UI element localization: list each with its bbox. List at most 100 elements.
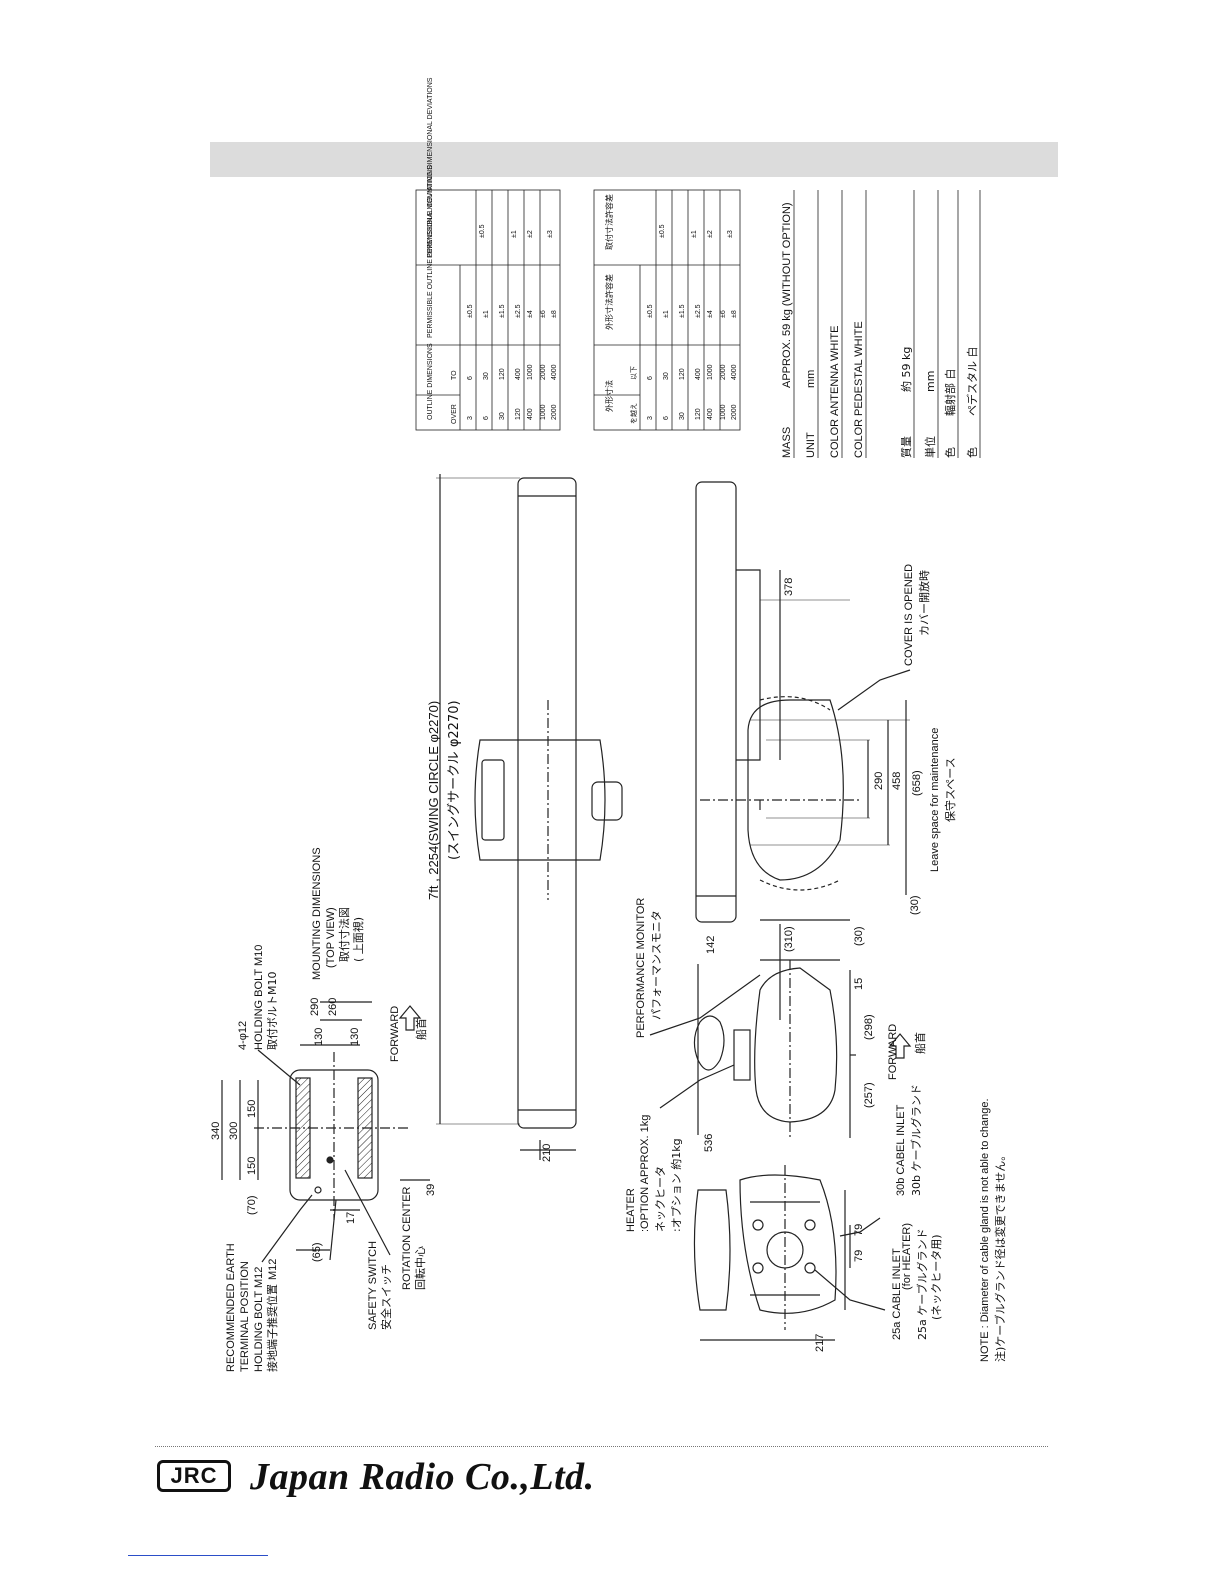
earth-terminal-jp: 接地端子推奨位置 [265,1284,279,1372]
performance-monitor-jp: パフォーマンスモニタ [650,910,663,1020]
cell: 6 [647,376,654,380]
cell: 6 [467,376,474,380]
spec-mass-jp-value: 約 59 kg [899,347,913,392]
earth-terminal-label-2: TERMINAL POSITION [239,1261,251,1372]
safety-switch-jp: 安全スイッチ [379,1264,393,1330]
holding-bolt-m10-label: HOLDING BOLT M10 [253,945,265,1050]
spec-unit-label: UNIT [805,432,817,458]
dim-70: (70) [246,1195,258,1215]
dim-210: 210 [541,1144,553,1162]
spec-unit-jp-value: mm [924,371,937,392]
spec-color2-jp-value: ペデスタル 白 [965,347,979,417]
cell: 120 [679,368,686,380]
cell: 2000 [551,404,558,420]
leave-space-jp: 保守スペース [943,757,957,822]
pedestal-front-view [649,959,912,1140]
cell: 30 [499,412,506,420]
cell: ±3 [547,230,554,238]
leave-space-label: Leave space for maintenance [929,728,941,872]
cell: 1000 [527,364,534,380]
cell: 400 [527,408,534,420]
dim-79b: 79 [853,1224,865,1236]
cell: 4000 [731,364,738,380]
dim-150b: 150 [246,1100,258,1118]
cell: ±2.5 [695,304,702,318]
swing-circle-jp: (スイングサークル φ2270) [447,700,462,860]
cell: 120 [515,408,522,420]
cell: 400 [515,368,522,380]
cell: 2000 [720,364,727,380]
cover-opened-label: COVER IS OPENED [903,564,915,666]
dim-340: 340 [210,1122,222,1140]
cell: 30 [483,372,490,380]
heater-jp: ネックヒータ [654,1166,667,1232]
spec-color2-label: COLOR [853,419,865,458]
cell: 400 [707,408,714,420]
rotation-center-jp: 回転中心 [414,1246,427,1290]
dim-260: 260 [327,998,339,1016]
heater-option-label: :OPTION APPROX. 1kg [639,1115,651,1232]
note-jp: 注)ケーブルグランド径は変更できません。 [993,1150,1007,1362]
cell: 1000 [707,364,714,380]
cover-opened-jp: カバー開放時 [917,570,931,636]
cell: 6 [483,416,490,420]
tbl-jp-rows: 3 6 ±0.5 6 30 ±1 30 120 ±1.5 120 400 ±2.… [647,224,738,420]
heater-label: HEATER [625,1188,637,1232]
header-bar [210,142,1058,177]
cell: 2000 [540,364,547,380]
safety-switch-label: SAFETY SWITCH [367,1241,379,1330]
mounting-dimensions-subtitle: (TOP VIEW) [325,907,337,968]
tbl-jp-header-outline: 外形寸法 [604,380,614,412]
dim-378: 378 [783,578,795,596]
note-label: NOTE : Diameter of cable gland is not ab… [979,1098,991,1362]
cell: 1000 [720,404,727,420]
dim-300: 300 [228,1122,240,1140]
spec-color1-label: COLOR [829,419,841,458]
cell: ±6 [540,310,547,318]
dim-15: 15 [853,978,865,990]
holding-bolt-m10-jp: 取付ボルトM10 [266,972,279,1051]
earth-terminal-label: RECOMMENDED EARTH [225,1243,237,1372]
cable-25a-heater-label: (for HEATER) [901,1223,913,1290]
mounting-dimensions-title: MOUNTING DIMENSIONS [311,847,323,980]
spec-mass-label: MASS [781,427,793,458]
cell: 3 [647,416,654,420]
dim-290: 290 [873,772,885,790]
dim-458: 458 [891,772,903,790]
cell: ±8 [551,310,558,318]
dim-79a: 79 [853,1250,865,1262]
dim-30b: (30) [909,895,921,915]
dim-150a: 150 [246,1157,258,1175]
dim-142: 142 [705,936,717,954]
dim-130b: 130 [349,1028,361,1046]
cell: ±0.5 [467,304,474,318]
dim-310: (310) [783,926,795,952]
dim-298: (298) [863,1014,875,1040]
cell: ±1 [663,310,670,318]
cell: 2000 [731,404,738,420]
tbl-en-header-outline-dev: PERMISSIBLE OUTLINE DIMENSIONAL DEVIATIO… [427,165,434,338]
tbl-jp-header-to: 以下 [630,366,638,380]
performance-monitor-label: PERFORMANCE MONITOR [635,898,647,1038]
rotation-center-label: ROTATION CENTER [401,1186,413,1290]
cable-25a-heater-jp: (ネックヒータ用) [930,1234,943,1320]
tbl-jp-header-over: を越え [629,403,638,424]
tbl-en-header-outline: OUTLINE DIMENSIONS [427,343,434,420]
tbl-jp-header-mounting-dev: 取付寸法許容差 [604,194,614,250]
cell: ±6 [720,310,727,318]
dim-65: (65) [311,1242,323,1262]
dim-290-top: 290 [309,998,321,1016]
spec-unit-jp-label: 単位 [923,436,937,458]
cell: 3 [467,416,474,420]
spec-mass-value: APPROX. 59 kg (WITHOUT OPTION) [781,202,793,388]
cell: 30 [663,372,670,380]
holding-bolt-m12-label: HOLDING BOLT M12 [253,1267,265,1372]
pedestal-rear-view [693,1165,886,1341]
spec-color1-jp-value: 輻射部 白 [943,369,957,417]
spec-color2-value: PEDESTAL WHITE [853,321,865,416]
cell: ±3 [727,230,734,238]
cable-30b-label: 30b CABEL INLET [895,1104,907,1196]
cell: ±1 [511,230,518,238]
mounting-dimensions-jp-2: ( 上面視) [351,917,365,962]
